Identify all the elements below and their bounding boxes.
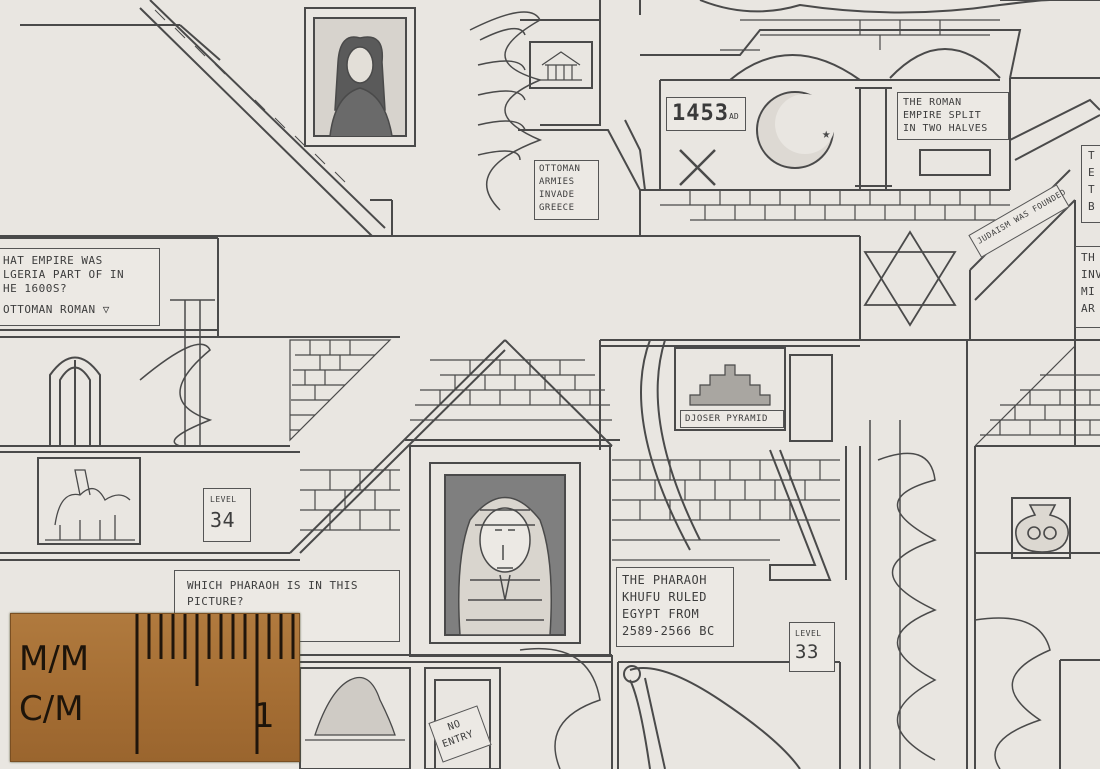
khufu-line-4: 2589-2566 BC [622, 624, 715, 638]
roman-line-2: EMPIRE SPLIT [903, 110, 982, 121]
year-suffix: AD [729, 112, 739, 121]
algeria-line-3: HE 1600S? [3, 282, 68, 295]
ottoman-line-2: ARMIES [539, 177, 575, 187]
sphinx-picture [305, 676, 405, 741]
star-of-david-icon [863, 230, 957, 327]
ruler-cm-label: C/M [19, 689, 84, 729]
scale-ruler: M/M C/M 1 [10, 613, 300, 762]
spiral-staircases [139, 11, 1051, 769]
algeria-line-2: LGERIA PART OF IN [3, 268, 125, 281]
right-edge-sign-2: TH INV MI AR [1075, 246, 1100, 328]
level-33-number: 33 [795, 641, 819, 663]
slide [623, 339, 832, 769]
pharaoh-question-line-2: PICTURE? [187, 595, 244, 608]
ottoman-line-1: OTTOMAN [539, 164, 581, 174]
right-edge-2-line-4: AR [1081, 302, 1096, 315]
year-text: 1453 [672, 101, 729, 126]
right-edge-1-line-4: B [1088, 200, 1096, 213]
level-33-word: LEVEL [795, 629, 822, 638]
level-34-word: LEVEL [210, 495, 237, 504]
ottoman-line-3: INVADE [539, 190, 575, 200]
camel-picture [45, 469, 135, 541]
algeria-answers: OTTOMAN ROMAN ▽ [3, 303, 110, 316]
roman-line-1: THE ROMAN [903, 97, 962, 108]
ruler-mark-label: 1 [253, 696, 275, 736]
no-entry-line-2: ENTRY [440, 728, 476, 751]
temple-picture [540, 51, 582, 81]
mona-lisa-portrait [329, 36, 393, 137]
windmill-icon [679, 149, 716, 186]
level-33-sign: LEVEL 33 [789, 622, 835, 672]
algeria-line-1: HAT EMPIRE WAS [3, 254, 103, 267]
khufu-sign: THE PHARAOH KHUFU RULED EGYPT FROM 2589-… [616, 567, 734, 647]
ottoman-sign: OTTOMAN ARMIES INVADE GREECE [534, 160, 599, 220]
right-edge-2-line-2: INV [1081, 268, 1100, 281]
ottoman-line-4: GREECE [539, 203, 575, 213]
level-34-number: 34 [210, 508, 236, 532]
algeria-question-sign: HAT EMPIRE WAS LGERIA PART OF IN HE 1600… [0, 248, 160, 326]
brick-walls [289, 19, 1100, 561]
right-edge-1-line-2: E [1088, 166, 1096, 179]
svg-text:★: ★ [822, 126, 831, 142]
vase-picture [1015, 504, 1069, 553]
roman-line-3: IN TWO HALVES [903, 123, 988, 134]
djoser-text: DJOSER PYRAMID [685, 414, 768, 424]
upper-rooms [518, 0, 1100, 340]
year-sign: 1453 AD [666, 97, 746, 131]
right-edge-2-line-1: TH [1081, 251, 1096, 264]
grand-staircase [20, 0, 393, 237]
right-edge-2-line-3: MI [1081, 285, 1096, 298]
ruler-ticks [135, 614, 295, 754]
djoser-caption: DJOSER PYRAMID [680, 410, 784, 428]
step-pyramid-picture [689, 364, 771, 406]
ruler-mm-label: M/M [19, 639, 90, 679]
pharaoh-question-line-1: WHICH PHARAOH IS IN THIS [187, 579, 358, 592]
crescent-moon-icon: ★ [756, 91, 835, 169]
khufu-line-2: KHUFU RULED [622, 590, 707, 604]
right-edge-sign-1: T E T B [1081, 145, 1100, 223]
pharaoh-mask-portrait [458, 496, 552, 636]
roman-split-sign: THE ROMAN EMPIRE SPLIT IN TWO HALVES [897, 92, 1009, 140]
khufu-line-3: EGYPT FROM [622, 607, 700, 621]
right-edge-1-line-3: T [1088, 183, 1096, 196]
right-edge-1-line-1: T [1088, 149, 1096, 162]
level-34-sign: LEVEL 34 [203, 488, 251, 542]
khufu-line-1: THE PHARAOH [622, 573, 707, 587]
